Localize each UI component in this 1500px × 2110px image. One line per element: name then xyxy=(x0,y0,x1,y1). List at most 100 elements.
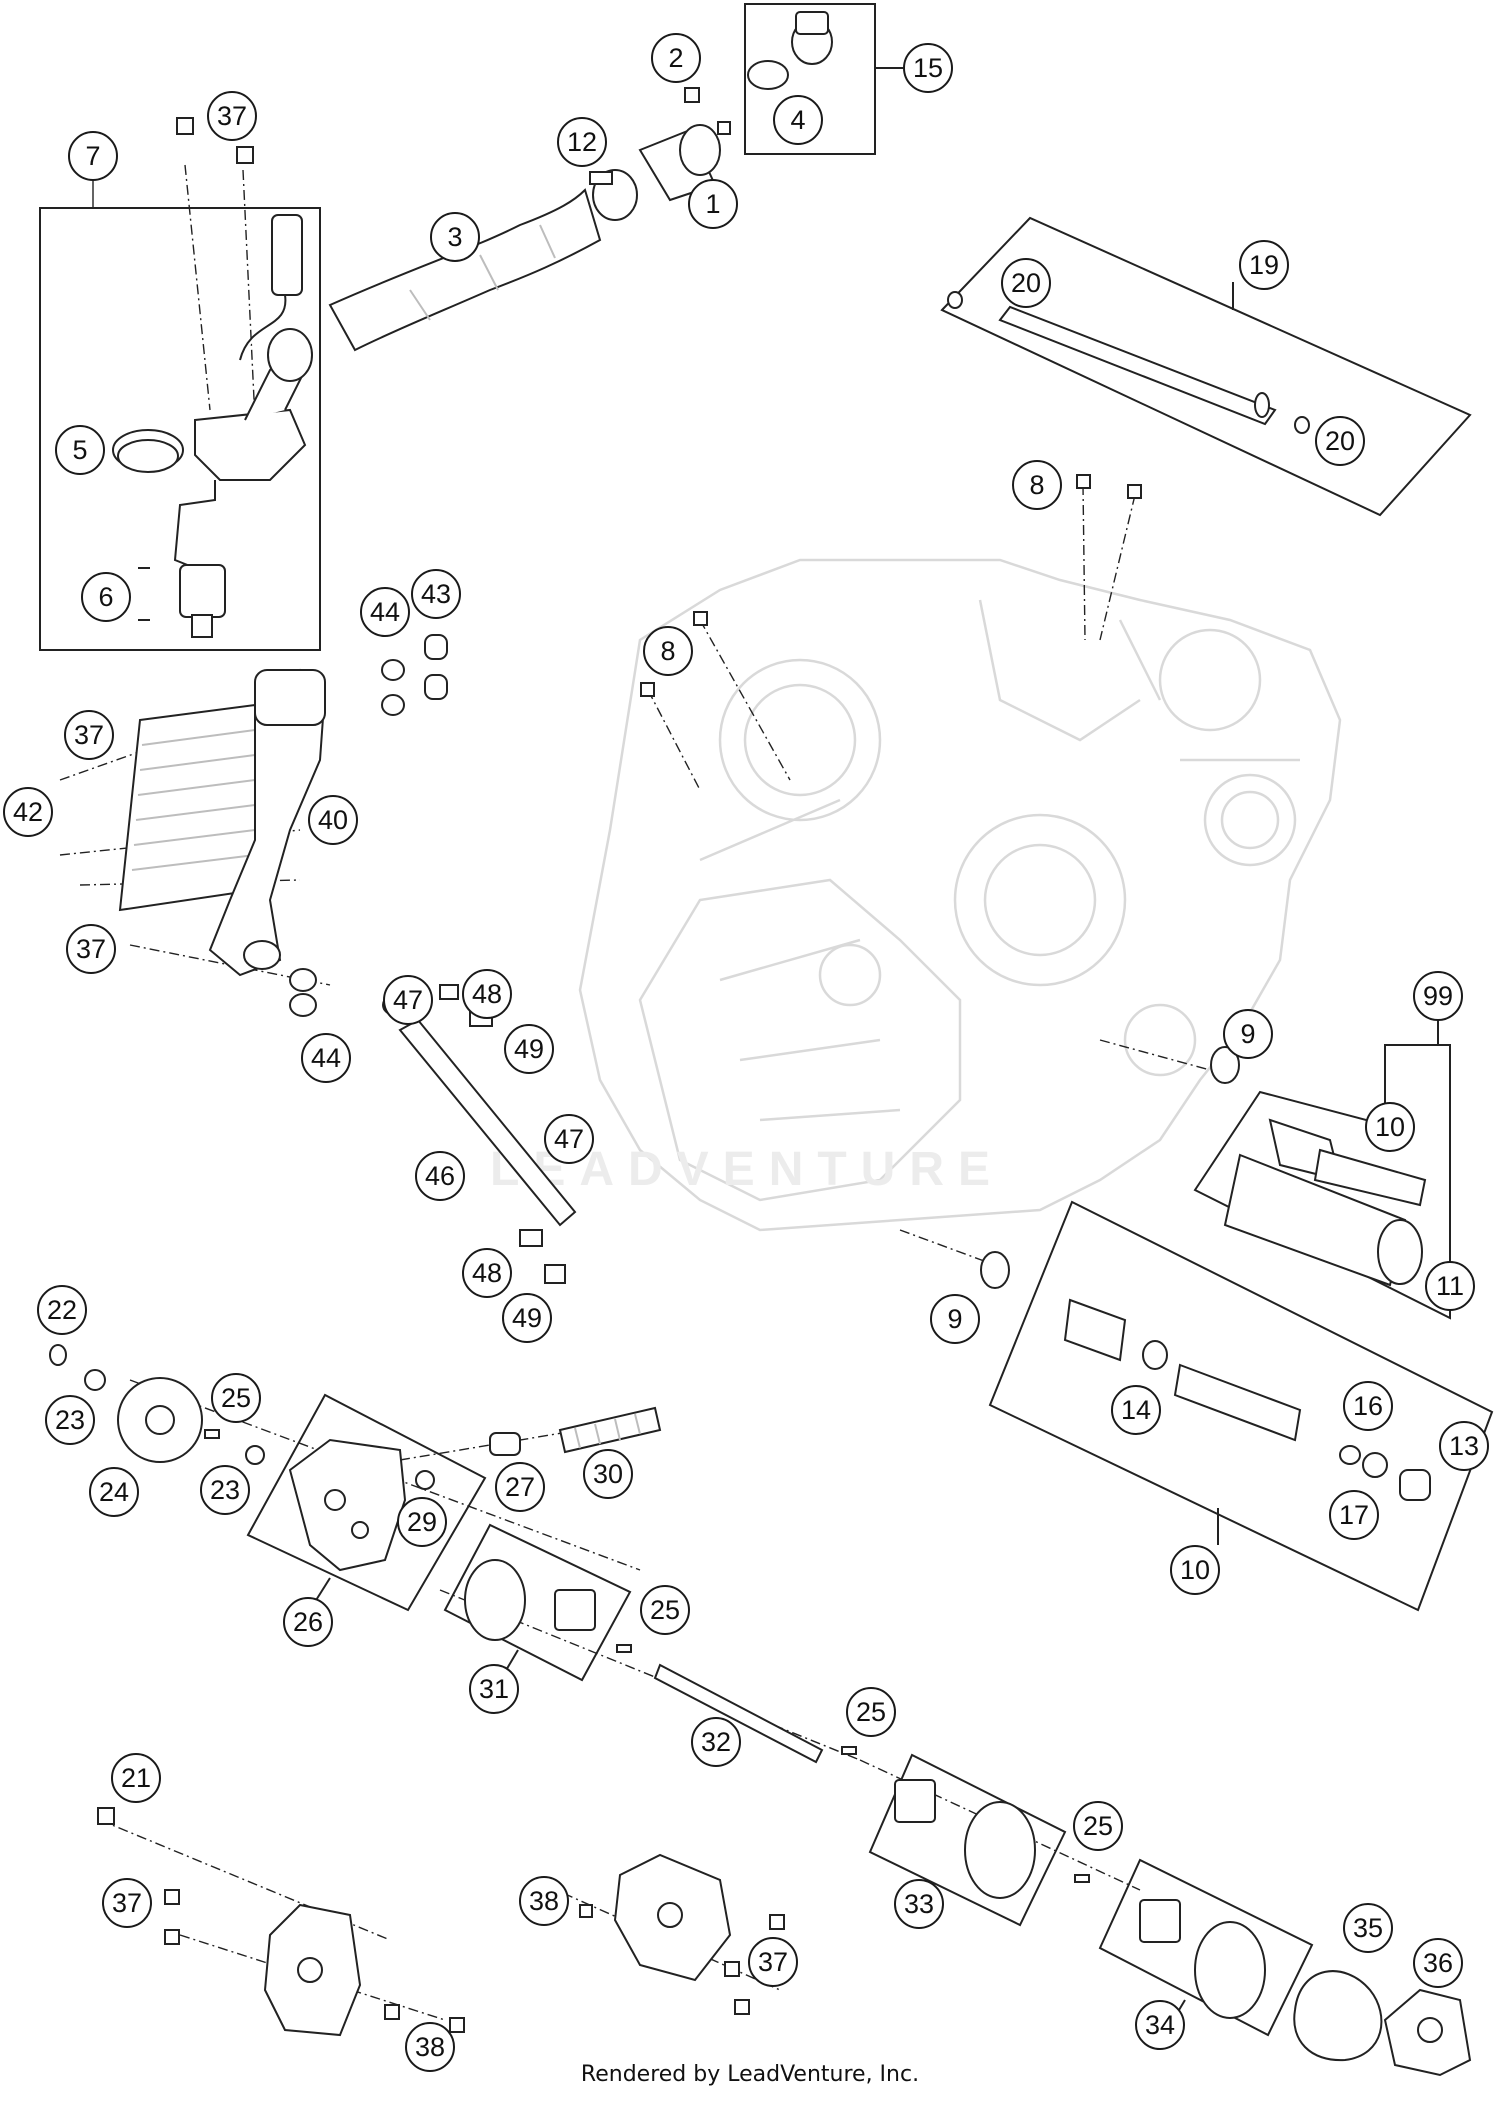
callout-27[interactable]: 27 xyxy=(495,1462,545,1512)
svg-text:20: 20 xyxy=(1325,426,1355,456)
callout-22[interactable]: 22 xyxy=(37,1285,87,1335)
callout-35[interactable]: 35 xyxy=(1343,1903,1393,1953)
callout-33[interactable]: 33 xyxy=(894,1879,944,1929)
callout-30[interactable]: 30 xyxy=(583,1449,633,1499)
callout-48[interactable]: 48 xyxy=(462,1248,512,1298)
svg-text:5: 5 xyxy=(72,435,87,465)
callout-29[interactable]: 29 xyxy=(397,1497,447,1547)
callout-6[interactable]: 6 xyxy=(81,572,131,622)
svg-text:47: 47 xyxy=(393,985,423,1015)
pump-rotor-33 xyxy=(841,1746,1090,1899)
callout-25[interactable]: 25 xyxy=(640,1585,690,1635)
callout-23[interactable]: 23 xyxy=(45,1395,95,1445)
svg-text:49: 49 xyxy=(514,1034,544,1064)
pump-rotor-31 xyxy=(464,1559,596,1641)
callout-16[interactable]: 16 xyxy=(1343,1381,1393,1431)
callout-24[interactable]: 24 xyxy=(89,1467,139,1517)
svg-text:29: 29 xyxy=(407,1507,437,1537)
callout-25[interactable]: 25 xyxy=(1073,1801,1123,1851)
callout-36[interactable]: 36 xyxy=(1413,1938,1463,1988)
callout-23[interactable]: 23 xyxy=(200,1465,250,1515)
callout-47[interactable]: 47 xyxy=(383,975,433,1025)
callout-19[interactable]: 19 xyxy=(1239,240,1289,290)
callout-37[interactable]: 37 xyxy=(66,924,116,974)
callout-48[interactable]: 48 xyxy=(462,969,512,1019)
callout-8[interactable]: 8 xyxy=(1012,460,1062,510)
callout-15[interactable]: 15 xyxy=(903,43,953,93)
svg-text:25: 25 xyxy=(650,1595,680,1625)
callout-9[interactable]: 9 xyxy=(930,1294,980,1344)
pump-housing-center xyxy=(542,1853,785,2015)
callout-4[interactable]: 4 xyxy=(773,95,823,145)
callout-14[interactable]: 14 xyxy=(1111,1385,1161,1435)
svg-text:48: 48 xyxy=(472,979,502,1009)
svg-text:27: 27 xyxy=(505,1472,535,1502)
svg-text:46: 46 xyxy=(425,1161,455,1191)
svg-text:26: 26 xyxy=(293,1607,323,1637)
svg-text:6: 6 xyxy=(98,582,113,612)
callout-42[interactable]: 42 xyxy=(3,787,53,837)
bolts-37-top xyxy=(176,117,254,164)
callout-43[interactable]: 43 xyxy=(411,569,461,619)
callout-8[interactable]: 8 xyxy=(643,626,693,676)
callout-25[interactable]: 25 xyxy=(846,1687,896,1737)
callout-47[interactable]: 47 xyxy=(544,1114,594,1164)
svg-text:43: 43 xyxy=(421,579,451,609)
pump-cover-36 xyxy=(1383,1988,1472,2077)
group-box-10 xyxy=(988,1200,1494,1612)
callout-20[interactable]: 20 xyxy=(1315,416,1365,466)
callout-38[interactable]: 38 xyxy=(519,1876,569,1926)
oil-filter-lower xyxy=(980,1251,1431,1501)
callout-11[interactable]: 11 xyxy=(1425,1261,1475,1311)
callout-2[interactable]: 2 xyxy=(651,33,701,83)
callout-1[interactable]: 1 xyxy=(688,179,738,229)
svg-text:10: 10 xyxy=(1180,1555,1210,1585)
callout-37[interactable]: 37 xyxy=(748,1937,798,1987)
callout-44[interactable]: 44 xyxy=(301,1033,351,1083)
callout-9[interactable]: 9 xyxy=(1223,1009,1273,1059)
callout-26[interactable]: 26 xyxy=(283,1597,333,1647)
callout-7[interactable]: 7 xyxy=(68,131,118,181)
callout-31[interactable]: 31 xyxy=(469,1664,519,1714)
svg-text:37: 37 xyxy=(217,101,247,131)
callout-3[interactable]: 3 xyxy=(430,212,480,262)
group-box-15 xyxy=(744,3,903,155)
callout-49[interactable]: 49 xyxy=(504,1024,554,1074)
callout-21[interactable]: 21 xyxy=(111,1753,161,1803)
callout-46[interactable]: 46 xyxy=(415,1151,465,1201)
svg-text:13: 13 xyxy=(1449,1431,1479,1461)
callout-37[interactable]: 37 xyxy=(64,710,114,760)
oil-line xyxy=(382,984,577,1284)
svg-text:38: 38 xyxy=(415,2032,445,2062)
callout-44[interactable]: 44 xyxy=(360,587,410,637)
svg-text:19: 19 xyxy=(1249,250,1279,280)
callout-37[interactable]: 37 xyxy=(207,91,257,141)
oil-filter-cartridge xyxy=(1210,1046,1427,1287)
callout-5[interactable]: 5 xyxy=(55,425,105,475)
callout-10[interactable]: 10 xyxy=(1170,1545,1220,1595)
pump-shaft xyxy=(616,1644,824,1764)
svg-text:99: 99 xyxy=(1423,981,1453,1011)
callout-32[interactable]: 32 xyxy=(691,1717,741,1767)
callout-34[interactable]: 34 xyxy=(1135,2000,1185,2050)
callout-13[interactable]: 13 xyxy=(1439,1421,1489,1471)
svg-text:22: 22 xyxy=(47,1295,77,1325)
svg-text:16: 16 xyxy=(1353,1391,1383,1421)
callout-38[interactable]: 38 xyxy=(405,2022,455,2072)
callout-20[interactable]: 20 xyxy=(1001,258,1051,308)
callout-10[interactable]: 10 xyxy=(1365,1102,1415,1152)
svg-text:25: 25 xyxy=(1083,1811,1113,1841)
svg-text:15: 15 xyxy=(913,53,943,83)
callout-17[interactable]: 17 xyxy=(1329,1490,1379,1540)
callout-12[interactable]: 12 xyxy=(557,117,607,167)
svg-text:42: 42 xyxy=(13,797,43,827)
callout-99[interactable]: 99 xyxy=(1413,971,1463,1021)
svg-text:37: 37 xyxy=(758,1947,788,1977)
group-box-99 xyxy=(1193,1018,1451,1320)
svg-text:23: 23 xyxy=(210,1475,240,1505)
svg-text:11: 11 xyxy=(1436,1271,1464,1301)
callout-37[interactable]: 37 xyxy=(102,1878,152,1928)
callout-40[interactable]: 40 xyxy=(308,795,358,845)
callout-49[interactable]: 49 xyxy=(502,1293,552,1343)
callout-25[interactable]: 25 xyxy=(211,1373,261,1423)
